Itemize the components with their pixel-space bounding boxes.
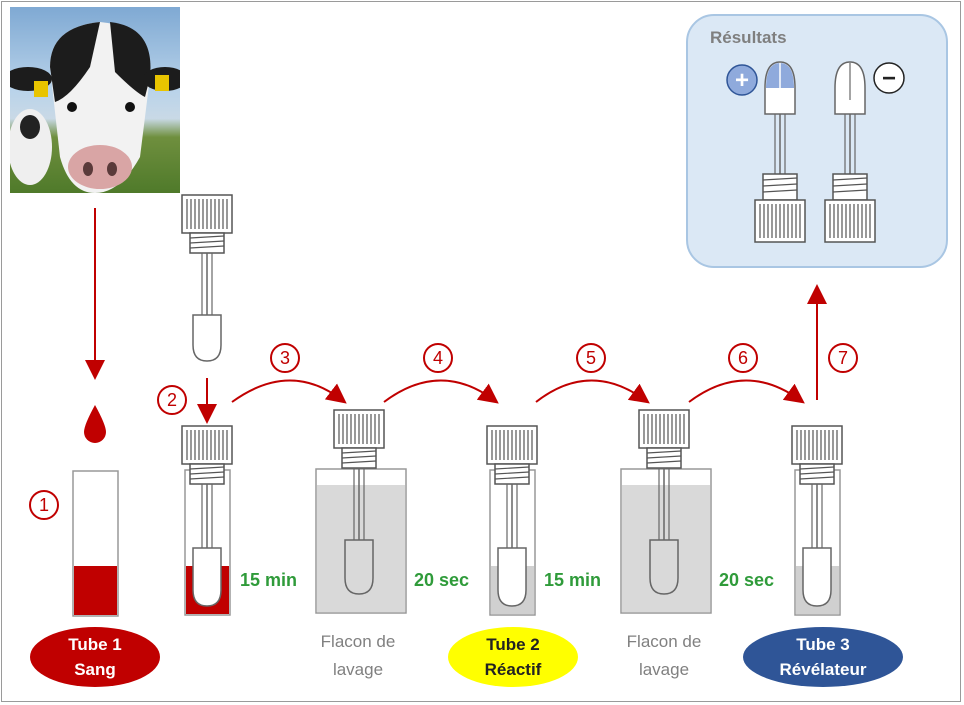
tube3-label: Tube 3 Révélateur <box>743 627 903 687</box>
svg-text:+: + <box>735 67 749 94</box>
step-number-1: 1 <box>29 490 59 520</box>
tube1-blood <box>74 566 117 615</box>
results-title: Résultats <box>710 28 787 47</box>
flacon-label-1-line2: lavage <box>332 660 384 679</box>
step-number-7: 7 <box>828 343 858 373</box>
blood-drop-icon <box>84 405 106 443</box>
step-number-3: 3 <box>270 343 300 373</box>
tube3-label-line2: Révélateur <box>779 660 867 679</box>
time-step4: 20 sec <box>414 570 470 590</box>
flacon-label-2-line2: lavage <box>638 660 690 679</box>
arrow-step5 <box>535 379 650 404</box>
results-panel: Résultats <box>686 14 948 268</box>
arrow-step3 <box>231 379 347 404</box>
time-step5: 15 min <box>544 570 602 590</box>
time-step6: 20 sec <box>719 570 775 590</box>
cow-photo <box>10 7 180 193</box>
svg-text:−: − <box>882 65 896 92</box>
step-number-4: 4 <box>423 343 453 373</box>
flacon-label-1-line1: Flacon de <box>320 632 396 651</box>
flacon-label-2: Flacon de lavage <box>599 628 729 684</box>
tube1-label-line2: Sang <box>74 660 116 679</box>
step-number-6: 6 <box>728 343 758 373</box>
tube1-label-line1: Tube 1 <box>68 635 122 654</box>
tube2-label: Tube 2 Réactif <box>448 627 578 687</box>
time-step3: 15 min <box>240 570 298 590</box>
arrow-step4 <box>383 379 499 404</box>
tube2-label-line2: Réactif <box>484 660 542 679</box>
tube1-label: Tube 1 Sang <box>30 627 160 687</box>
flacon-label-2-line1: Flacon de <box>626 632 702 651</box>
tube2-label-line1: Tube 2 <box>486 635 540 654</box>
arrow-step6 <box>688 379 805 404</box>
result-negative-swab <box>824 61 876 243</box>
tube3-label-line1: Tube 3 <box>796 635 850 654</box>
step-number-5: 5 <box>576 343 606 373</box>
positive-icon: + <box>726 64 758 96</box>
result-positive-swab <box>754 61 806 243</box>
negative-icon: − <box>873 62 905 94</box>
flacon-label-1: Flacon de lavage <box>293 628 423 684</box>
step-number-2: 2 <box>157 385 187 415</box>
